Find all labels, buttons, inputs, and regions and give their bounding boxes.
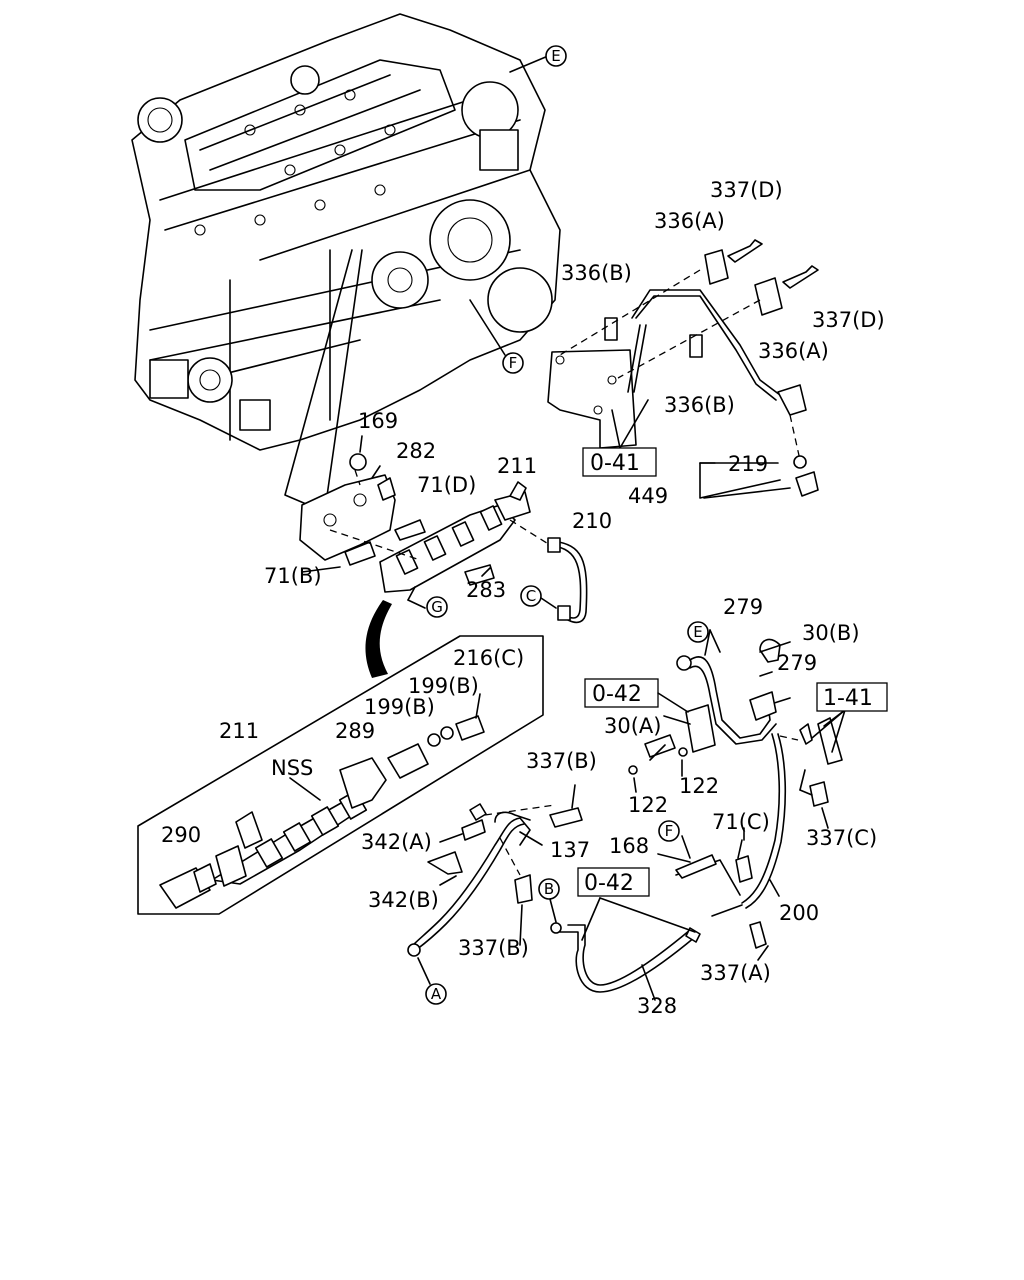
label-279-top: 279: [723, 595, 763, 619]
label-30a: 30(A): [604, 714, 661, 738]
label-336b-mid: 336(B): [664, 393, 735, 417]
callout-f-mid-text: F: [665, 822, 674, 840]
label-169: 169: [358, 409, 398, 433]
label-337d-top: 337(D): [710, 178, 783, 202]
label-279-mid: 279: [777, 651, 817, 675]
leak-off-pipe-137: [407, 803, 583, 957]
label-210: 210: [572, 509, 612, 533]
label-137: 137: [550, 838, 590, 862]
callout-e-top-text: E: [551, 47, 560, 65]
ref-box-0-42-bottom-text: 0-42: [584, 871, 634, 896]
label-71d: 71(D): [417, 473, 476, 497]
label-122-a: 122: [628, 793, 668, 817]
callout-f-top-text: F: [509, 354, 518, 372]
label-289: 289: [335, 719, 375, 743]
label-nss: NSS: [271, 756, 313, 780]
label-122-b: 122: [679, 774, 719, 798]
label-219: 219: [728, 452, 768, 476]
label-337c: 337(C): [806, 826, 877, 850]
part-labels: 337(D) 336(A) 336(B) 337(D) 336(A) 336(B…: [161, 178, 885, 1018]
callout-b-text: B: [544, 880, 554, 898]
ref-box-1-41-text: 1-41: [823, 686, 873, 711]
inset-detail-box: [137, 635, 544, 915]
label-211-top: 211: [497, 454, 537, 478]
label-337d-right: 337(D): [812, 308, 885, 332]
label-216c: 216(C): [453, 646, 524, 670]
label-168: 168: [609, 834, 649, 858]
fuel-rail-assembly: [299, 453, 588, 624]
callout-e-mid-text: E: [693, 623, 702, 641]
callout-c-text: C: [526, 587, 536, 605]
label-71b: 71(B): [264, 564, 322, 588]
callout-f-mid: F: [658, 820, 680, 842]
label-282: 282: [396, 439, 436, 463]
label-449: 449: [628, 484, 668, 508]
label-71c: 71(C): [712, 810, 770, 834]
label-328: 328: [637, 994, 677, 1018]
label-342b: 342(B): [368, 888, 439, 912]
return-pipe-assembly: [628, 638, 843, 917]
label-30b: 30(B): [802, 621, 860, 645]
callout-e-top: E: [545, 45, 567, 67]
callout-b: B: [538, 878, 560, 900]
harness-bracket-assembly: [547, 239, 819, 497]
ref-box-0-42-top: 0-42: [584, 678, 659, 708]
label-336a-top: 336(A): [654, 209, 725, 233]
label-337b-top: 337(B): [526, 749, 597, 773]
label-283: 283: [466, 578, 506, 602]
callout-c: C: [520, 585, 542, 607]
ref-box-0-41-text: 0-41: [590, 451, 640, 476]
ref-box-0-42-bottom: 0-42: [577, 867, 650, 897]
label-211-inset: 211: [219, 719, 259, 743]
label-200: 200: [779, 901, 819, 925]
detail-arrow: [365, 600, 392, 678]
label-199b-1: 199(B): [408, 674, 479, 698]
callout-a-text: A: [431, 985, 442, 1003]
label-290: 290: [161, 823, 201, 847]
engine-block-illustration: [131, 13, 561, 451]
label-199b-2: 199(B): [364, 695, 435, 719]
callout-g-text: G: [431, 598, 443, 616]
hose-328: [550, 897, 701, 1001]
callout-f-top: F: [502, 352, 524, 374]
label-336b-left: 336(B): [561, 261, 632, 285]
label-337b-bottom: 337(B): [458, 936, 529, 960]
ref-box-1-41: 1-41: [816, 682, 888, 712]
ref-box-0-42-top-text: 0-42: [592, 682, 642, 707]
label-342a: 342(A): [361, 830, 432, 854]
label-336a-right: 336(A): [758, 339, 829, 363]
label-337a: 337(A): [700, 961, 771, 985]
callout-e-mid: E: [687, 621, 709, 643]
callout-g: G: [426, 596, 448, 618]
callout-a: A: [425, 983, 447, 1005]
ref-box-0-41: 0-41: [582, 447, 657, 477]
